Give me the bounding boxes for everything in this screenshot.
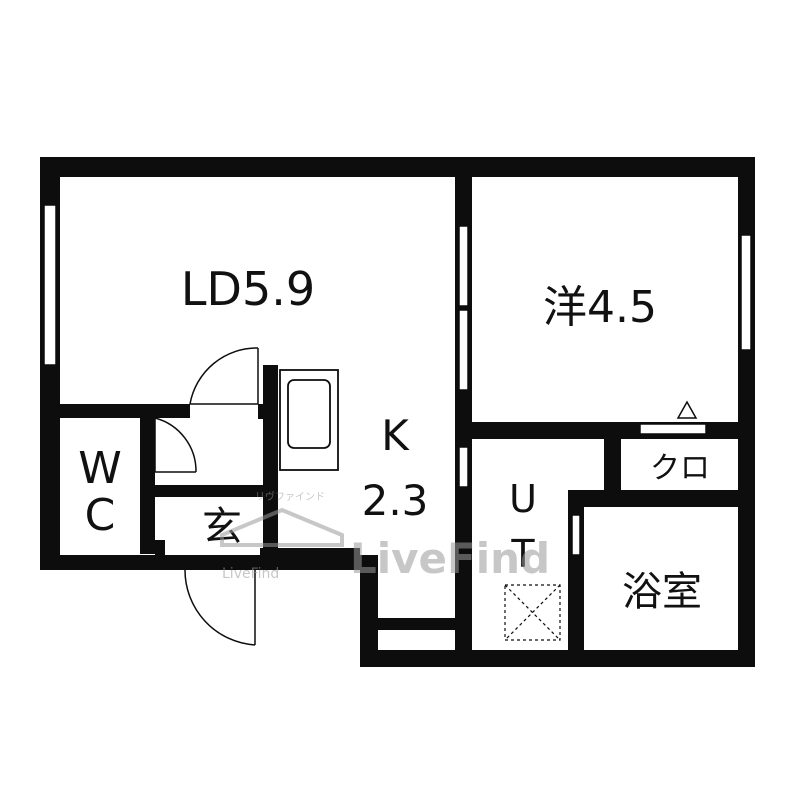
room-label-ut-u: U (509, 477, 537, 521)
watermark-kana: リヴファインド (255, 490, 325, 503)
room-label-wc-c: C (85, 490, 116, 541)
room-label-kitchen-size: 2.3 (362, 476, 429, 525)
doors (154, 347, 707, 646)
room-label-wc-w: W (78, 443, 122, 494)
watermark-house-icon (220, 507, 344, 547)
room-label-bath: 浴室 (622, 569, 702, 615)
closet-marker-icon (676, 400, 698, 419)
ld-door-swing (189, 347, 259, 405)
kitchen-sink (279, 369, 339, 471)
room-label-ld: LD5.9 (181, 262, 315, 316)
watermark-brand: LiveFind (350, 534, 550, 583)
room-label-closet: クロ (650, 451, 710, 486)
windows (43, 204, 752, 556)
room-label-western: 洋4.5 (543, 282, 657, 333)
washer-space (504, 584, 561, 641)
entrance-door-swing (184, 569, 256, 646)
watermark: リヴファインド LiveFind LiveFind (220, 490, 550, 583)
room-label-kitchen-letter: K (381, 411, 410, 460)
watermark-small-brand: LiveFind (222, 566, 279, 582)
wc-door-swing (154, 417, 197, 473)
room-label-ut-t: T (510, 532, 535, 576)
